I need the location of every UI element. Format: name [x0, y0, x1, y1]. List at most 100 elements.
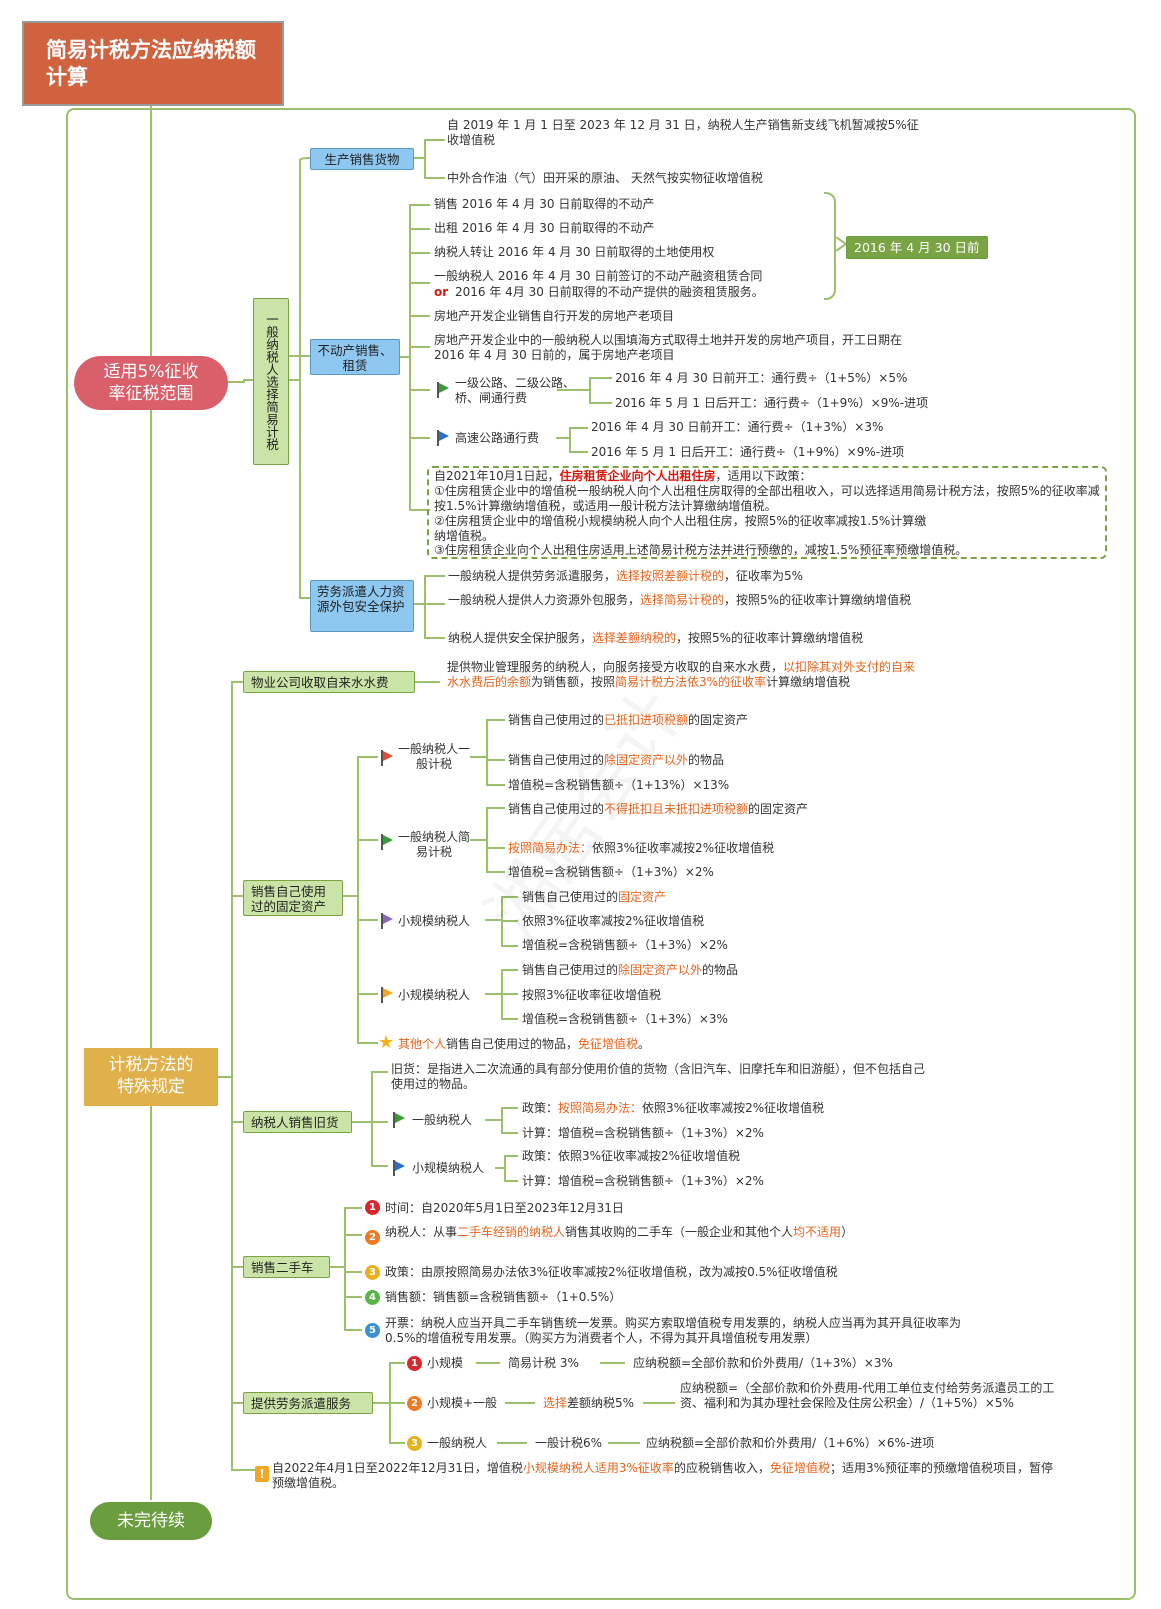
- dispatch-r1-c: 应纳税额=全部价款和价外费用/（1+3%）×3%: [633, 1356, 893, 1370]
- fixed-g1-a1: 销售自己使用过的: [508, 713, 605, 727]
- node-labor[interactable]: 劳务派遣人力资源外包安全保护: [310, 580, 414, 632]
- road1-b: 2016 年 5 月 1 日后开工：通行费÷（1+9%）×9%-进项: [615, 396, 929, 410]
- water-d: 简易计税方法依3%的征收率: [615, 675, 767, 689]
- fixed-g2-a2: 不得抵扣且未抵扣进项税额: [604, 802, 749, 816]
- node-used-goods[interactable]: 纳税人销售旧货: [243, 1111, 352, 1133]
- water-text: 提供物业管理服务的纳税人，向服务接受方收取的自来水水费，以扣除其对外支付的自来水…: [447, 660, 927, 690]
- re-item-6: 房地产开发企业销售自行开发的房地产老项目: [434, 309, 675, 323]
- dispatch-r2-a: 小规模+一般: [427, 1396, 498, 1410]
- number-3-icon: 3: [365, 1265, 380, 1280]
- fixed-g1-label: 一般纳税人一般计税: [398, 742, 471, 771]
- flag-blue-icon: [437, 430, 451, 446]
- main-topic-tbc[interactable]: 未完待续: [90, 1502, 212, 1540]
- re-item-or: or: [434, 285, 449, 299]
- flag-green-icon: [437, 382, 451, 398]
- used-s-b: 计算：增值税=含税销售额÷（1+3%）×2%: [522, 1174, 764, 1188]
- rent-intro: 自2021年10月1日起，住房租赁企业向个人出租住房，适用以下政策：: [434, 469, 811, 484]
- number-2-icon: 2: [407, 1396, 422, 1411]
- labor-3-c: ，按照5%的征收率计算缴纳增值税: [676, 631, 864, 645]
- number-2-icon: 2: [365, 1230, 380, 1245]
- node-water[interactable]: 物业公司收取自来水水费: [243, 671, 415, 693]
- fixed-other-4: 。: [638, 1037, 651, 1051]
- re-item-4: 一般纳税人 2016 年 4 月 30 日前签订的不动产融资租赁合同: [434, 269, 763, 283]
- dispatch-r3-c: 应纳税额=全部价款和价外费用/（1+6%）×6%-进项: [646, 1436, 935, 1450]
- node-realestate[interactable]: 不动产销售、租赁: [310, 339, 400, 375]
- dispatch-r1-a: 小规模: [427, 1356, 464, 1370]
- notice-text: 自2022年4月1日至2022年12月31日，增值税小规模纳税人适用3%征收率的…: [272, 1461, 1062, 1491]
- labor-2-c: ，按照5%的征收率计算缴纳增值税: [724, 593, 912, 607]
- rent-policy-box: [427, 466, 1107, 559]
- dispatch-r2-b1: 选择: [543, 1396, 568, 1410]
- node-general-taxpayer-simple[interactable]: 一般纳税人选择简易计税: [253, 298, 289, 465]
- number-1-icon: 1: [407, 1356, 422, 1371]
- road2-b: 2016 年 5 月 1 日后开工：通行费÷（1+9%）×9%-进项: [591, 445, 905, 459]
- flag-green-icon: [381, 834, 395, 850]
- fixed-other-3: 免征增值税: [578, 1037, 639, 1051]
- car-2-d: 均不适用: [793, 1225, 842, 1239]
- node-used-car[interactable]: 销售二手车: [243, 1256, 330, 1278]
- fixed-other: 其他个人销售自己使用过的物品，免征增值税。: [398, 1037, 650, 1052]
- car-2-e: ）: [841, 1225, 854, 1239]
- fixed-g1-b1: 销售自己使用过的: [508, 753, 605, 767]
- warning-icon: !: [255, 1466, 269, 1482]
- fixed-s1-c: 增值税=含税销售额÷（1+3%）×2%: [522, 938, 728, 952]
- number-4-icon: 4: [365, 1290, 380, 1305]
- goods-item-2: 中外合作油（气）田开采的原油、 天然气按实物征收增值税: [447, 171, 763, 185]
- water-c: 为销售额，按照: [531, 675, 616, 689]
- rent-intro-tail: ，适用以下政策：: [715, 469, 812, 483]
- road1-label: 一级公路、二级公路、桥、闸通行费: [455, 376, 576, 405]
- fixed-g2-a3: 的固定资产: [748, 802, 809, 816]
- fixed-other-2: 销售自己使用过的物品，: [446, 1037, 579, 1051]
- re-item-7: 房地产开发企业中的一般纳税人以围填海方式取得土地并开发的房地产项目，开工日期在 …: [434, 333, 903, 362]
- number-5-icon: 5: [365, 1323, 380, 1338]
- fixed-s1-label: 小规模纳税人: [398, 914, 471, 928]
- content-frame: [66, 108, 1136, 1600]
- page-title: 简易计税方法应纳税额计算: [22, 21, 284, 106]
- fixed-g2-label: 一般纳税人简易计税: [398, 830, 471, 859]
- used-s-a: 政策：依照3%征收率减按2%征收增值税: [522, 1149, 741, 1163]
- flag-green-icon: [393, 1112, 407, 1128]
- fixed-g1-b: 销售自己使用过的除固定资产以外的物品: [508, 753, 724, 768]
- car-item-3: 政策：由原按照简易办法依3%征收率减按2%征收增值税，改为减按0.5%征收增值税: [385, 1265, 838, 1279]
- main-topic-5pct[interactable]: 适用5%征收率征税范围: [74, 356, 228, 410]
- fixed-s2-a1: 销售自己使用过的: [522, 963, 619, 977]
- labor-2-b: 选择简易计税的: [640, 593, 725, 607]
- number-3-icon: 3: [407, 1436, 422, 1451]
- road2-label: 高速公路通行费: [455, 431, 540, 445]
- flag-purple-icon: [381, 913, 395, 929]
- goods-item-1: 自 2019 年 1 月 1 日至 2023 年 12 月 31 日，纳税人生产…: [447, 118, 919, 147]
- fixed-s1-a1: 销售自己使用过的: [522, 890, 619, 904]
- water-a: 提供物业管理服务的纳税人，向服务接受方收取的自来水水费，: [447, 660, 784, 674]
- fixed-g2-c: 增值税=含税销售额÷（1+3%）×2%: [508, 865, 714, 879]
- car-2-b: 二手车经销的纳税人: [457, 1225, 566, 1239]
- fixed-g1-c: 增值税=含税销售额÷（1+13%）×13%: [508, 778, 730, 792]
- road2-a: 2016 年 4 月 30 日前开工：通行费÷（1+3%）×3%: [591, 420, 884, 434]
- fixed-g1-b2: 除固定资产以外: [604, 753, 689, 767]
- used-g-label: 一般纳税人: [412, 1113, 473, 1127]
- node-goods[interactable]: 生产销售货物: [310, 148, 414, 170]
- rent-line-1: ①住房租赁企业中的增值税一般纳税人向个人出租住房取得的全部出租收入，可以选择适用…: [434, 484, 1100, 513]
- labor-3-a: 纳税人提供安全保护服务，: [448, 631, 593, 645]
- fixed-s1-a: 销售自己使用过的固定资产: [522, 890, 666, 905]
- labor-item-2: 一般纳税人提供人力资源外包服务，选择简易计税的，按照5%的征收率计算缴纳增值税: [448, 593, 958, 608]
- used-g-a1: 政策：: [522, 1101, 559, 1115]
- rent-intro-highlight: 住房租赁企业向个人出租住房: [559, 469, 716, 483]
- rent-intro-text: 自2021年10月1日起，: [434, 469, 560, 483]
- flag-red-icon: [381, 750, 395, 766]
- used-g-a3: 依照3%征收率减按2%征收增值税: [642, 1101, 825, 1115]
- fixed-g1-b3: 的物品: [688, 753, 725, 767]
- node-dispatch[interactable]: 提供劳务派遣服务: [243, 1392, 373, 1414]
- labor-2-a: 一般纳税人提供人力资源外包服务，: [448, 593, 641, 607]
- main-topic-special-rules[interactable]: 计税方法的特殊规定: [84, 1048, 218, 1106]
- notice-b: 小规模纳税人适用3%征收率: [522, 1461, 674, 1475]
- labor-1-a: 一般纳税人提供劳务派遣服务，: [448, 569, 617, 583]
- number-1-icon: 1: [365, 1200, 380, 1215]
- dispatch-r1-b: 简易计税 3%: [508, 1356, 579, 1370]
- node-fixed-assets[interactable]: 销售自己使用过的固定资产: [243, 880, 343, 916]
- flag-blue-icon: [393, 1160, 407, 1176]
- notice-c: 的应税销售收入，: [673, 1461, 770, 1475]
- fixed-g1-a3: 的固定资产: [688, 713, 749, 727]
- star-icon: ★: [378, 1032, 395, 1053]
- notice-e: ；适用3%预征率的预缴增值税项目，暂停预缴增值税。: [272, 1461, 1054, 1490]
- notice-a: 自2022年4月1日至2022年12月31日，增值税: [272, 1461, 523, 1475]
